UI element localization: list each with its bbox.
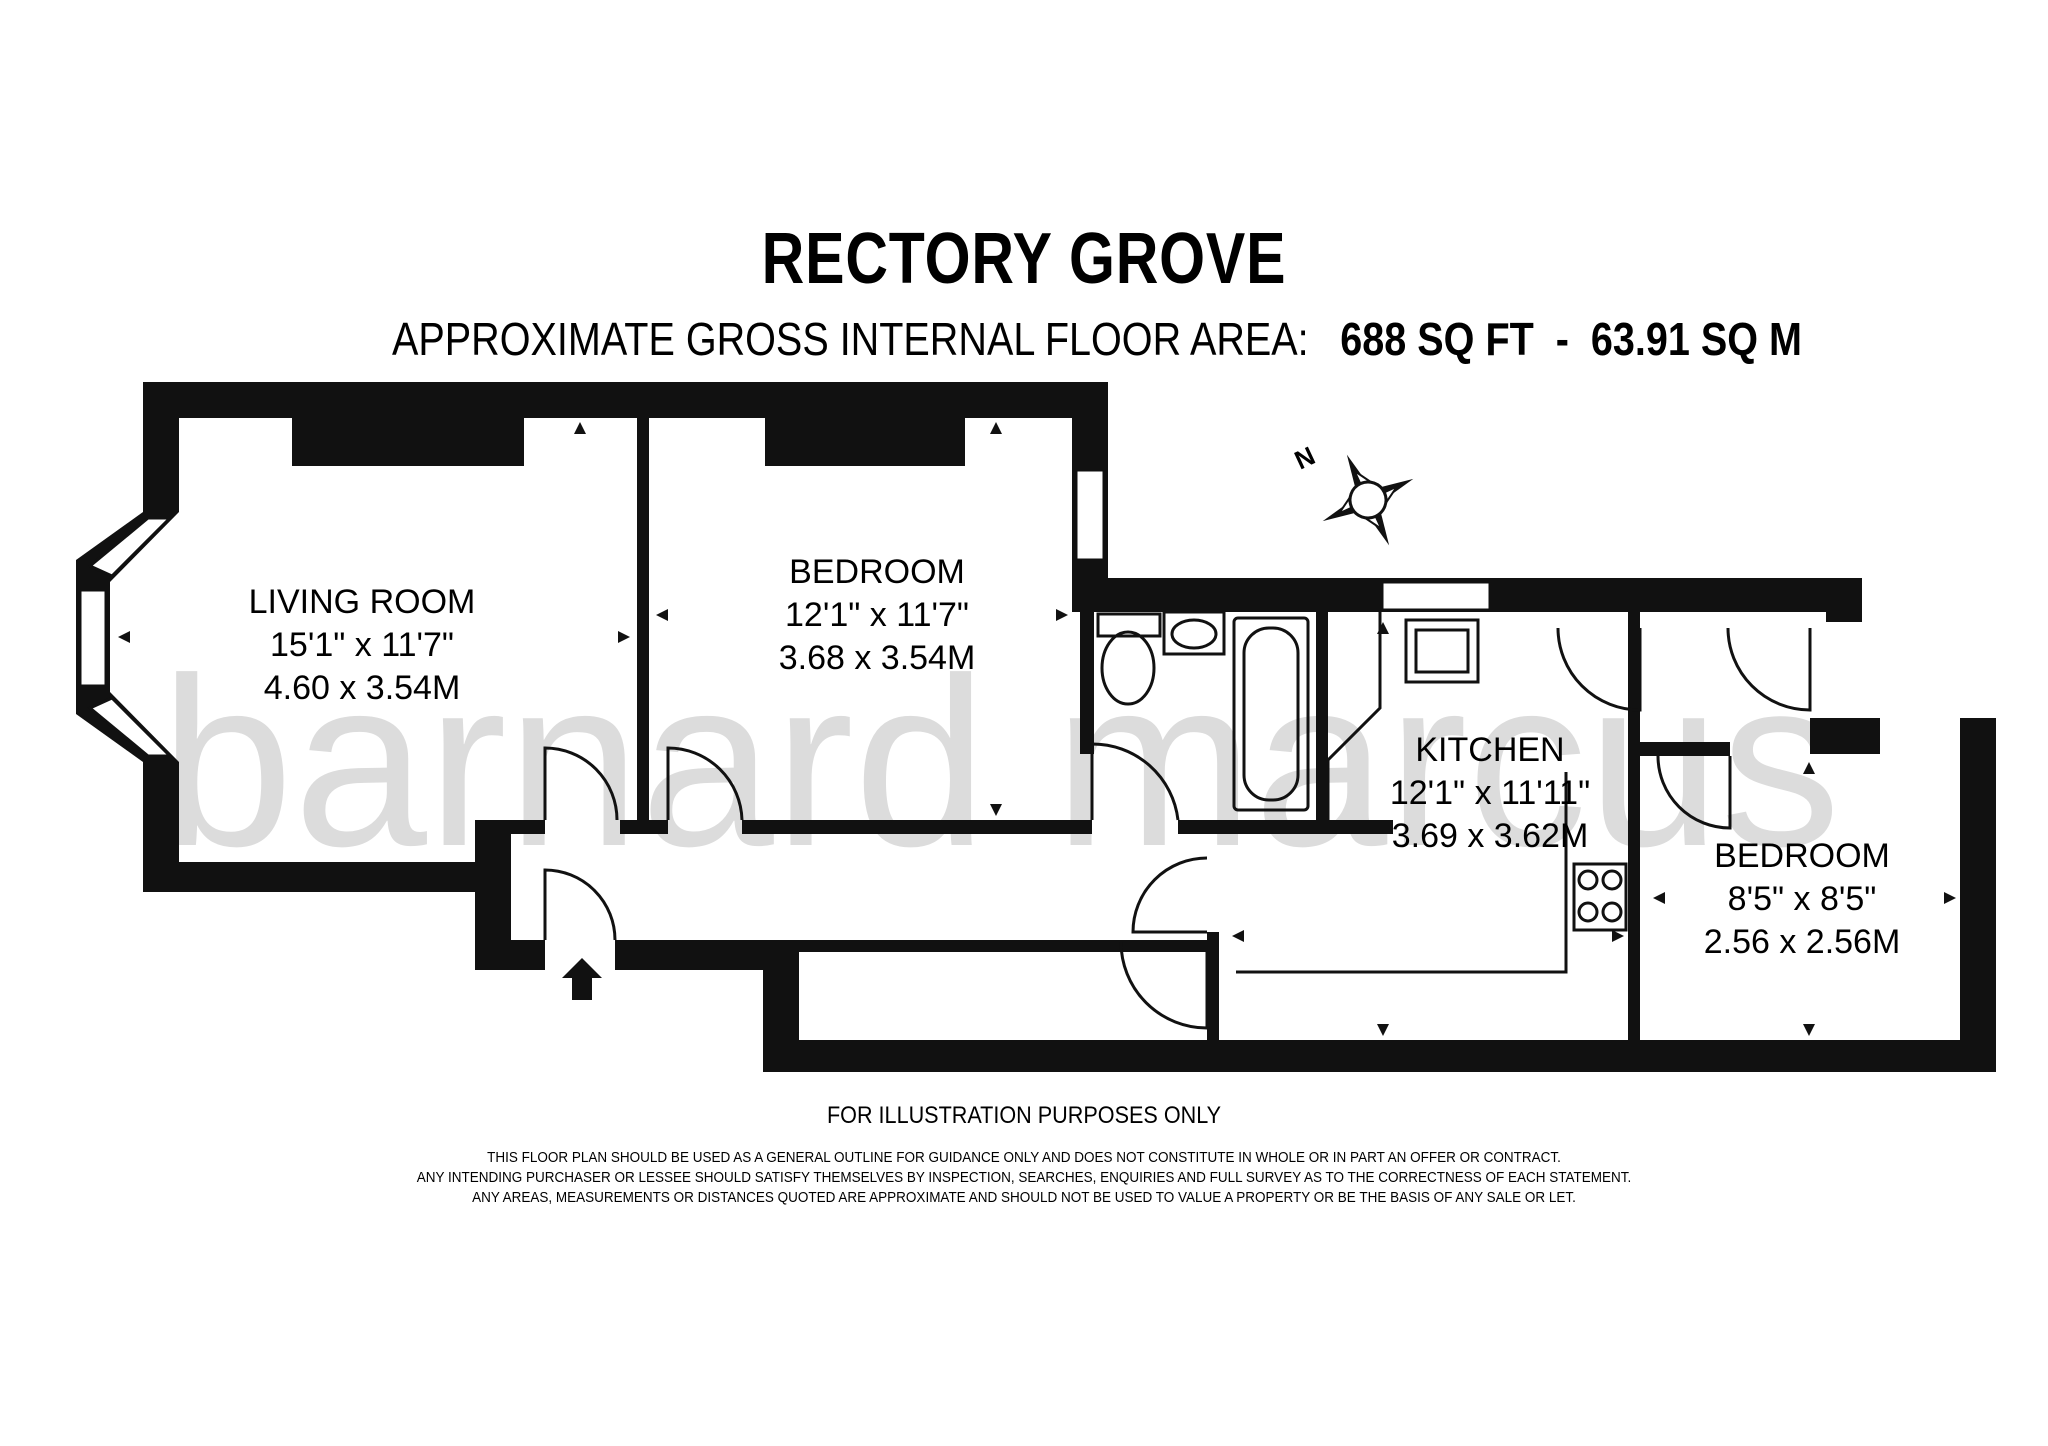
room-dimensions-imperial: 15'1" x 11'7" (270, 626, 454, 664)
door-store (1119, 941, 1209, 1030)
bathroom-right-wall (1316, 612, 1328, 820)
room-name: BEDROOM (789, 553, 965, 591)
dimension-markers (118, 422, 1956, 1036)
kitchen-sink (1404, 618, 1480, 684)
hall-entry-left (475, 940, 545, 970)
toilet-cistern (1096, 612, 1162, 638)
chimney-breast-bedroom (765, 418, 965, 466)
hob-ring (1601, 901, 1623, 923)
illustration-note: FOR ILLUSTRATION PURPOSES ONLY (826, 1102, 1222, 1129)
living-bedroom-partition (637, 418, 649, 828)
disclaimer-line: ANY AREAS, MEASUREMENTS OR DISTANCES QUO… (472, 1189, 1576, 1206)
hall-top-wall-d (1178, 820, 1393, 834)
hall-top-wall-b (620, 820, 668, 834)
door-living (543, 746, 619, 821)
compass-icon (1322, 454, 1414, 546)
room-kitchen-label: KITCHEN 12'1" x 11'11" 3.69 x 3.62M (1390, 731, 1590, 855)
hall-bottom-wall (615, 940, 770, 970)
door-bedroom2 (1656, 755, 1732, 830)
kitchen-bedroom-partition (1628, 612, 1640, 1042)
basin (1162, 610, 1226, 656)
floor-area-value: 688 SQ FT - 63.91 SQ M (1340, 313, 1803, 365)
hob-ring (1577, 901, 1599, 923)
room-dimensions-imperial: 8'5" x 8'5" (1728, 880, 1877, 918)
hall-top-wall-c (742, 820, 1092, 834)
kitchen-left-wall (1207, 932, 1219, 1042)
door-kitchen-top (1131, 856, 1208, 934)
room-dimensions-imperial: 12'1" x 11'11" (1390, 774, 1590, 812)
watermark-text: barnard marcus (160, 628, 1841, 896)
floor-area-label: APPROXIMATE GROSS INTERNAL FLOOR AREA: (392, 313, 1309, 365)
room-name: KITCHEN (1415, 731, 1564, 769)
top-wall (143, 382, 1108, 418)
room-dimensions-metric: 3.69 x 3.62M (1392, 817, 1589, 855)
disclaimer-line: ANY INTENDING PURCHASER OR LESSEE SHOULD… (416, 1169, 1632, 1186)
room-bedroom1-label: BEDROOM 12'1" x 11'7" 3.68 x 3.54M (779, 553, 976, 677)
door-bedroom (666, 746, 744, 821)
bedroom2-top-wall-a (1640, 742, 1730, 756)
doors (543, 627, 1812, 1030)
disclaimer: THIS FLOOR PLAN SHOULD BE USED AS A GENE… (102, 1148, 1945, 1208)
kitchen-sink-bowl (1414, 628, 1470, 674)
room-dimensions-metric: 2.56 x 2.56M (1704, 923, 1901, 961)
bay-window-lower (87, 696, 174, 758)
entrance-arrow-icon (562, 958, 602, 1000)
fixtures (1096, 610, 1628, 974)
hob-ring (1601, 869, 1623, 891)
room-dimensions-metric: 3.68 x 3.54M (779, 639, 976, 677)
door-bathroom (1090, 742, 1180, 821)
left-wall-upper (143, 382, 179, 512)
basin-bowl (1170, 618, 1218, 650)
bedroom2-right-wall (1960, 718, 1996, 1072)
bathtub (1232, 616, 1310, 812)
room-dimensions-imperial: 12'1" x 11'7" (785, 596, 969, 634)
bathroom-left-wall (1080, 612, 1094, 754)
store-top-wall (799, 940, 1209, 952)
kitchen-counter-left (1326, 612, 1382, 820)
door-rear (1726, 627, 1812, 712)
bedroom2-top-wall-b (1810, 718, 1880, 754)
bedroom-window (1074, 468, 1106, 562)
toilet-bowl (1100, 630, 1156, 706)
windows (78, 468, 1492, 758)
room-living-label: LIVING ROOM 15'1" x 11'7" 4.60 x 3.54M (249, 583, 476, 707)
hob-ring (1577, 869, 1599, 891)
page-title: RECTORY GROVE (761, 219, 1287, 299)
hob (1572, 862, 1628, 932)
room-name: BEDROOM (1714, 837, 1890, 875)
hall-top-wall-a (505, 820, 545, 834)
room-dimensions-metric: 4.60 x 3.54M (264, 669, 461, 707)
chimney-breast-living (292, 418, 524, 466)
room-bedroom2-label: BEDROOM 8'5" x 8'5" 2.56 x 2.56M (1704, 837, 1901, 961)
bottom-wall (763, 1040, 1996, 1072)
door-entrance (543, 868, 617, 941)
room-name: LIVING ROOM (249, 583, 476, 621)
compass-north-label: N (1290, 440, 1320, 475)
kitchen-window (1380, 580, 1492, 612)
floor-area-subtitle: APPROXIMATE GROSS INTERNAL FLOOR AREA: 6… (392, 312, 1802, 366)
bay-window-upper (87, 516, 174, 578)
living-bottom-wall (143, 862, 503, 892)
disclaimer-line: THIS FLOOR PLAN SHOULD BE USED AS A GENE… (487, 1149, 1561, 1166)
bathtub-inner (1242, 626, 1300, 802)
door-kitchen-rear (1556, 627, 1642, 712)
kitchen-counter-right (1236, 772, 1568, 974)
bay-window-front (78, 588, 108, 688)
rear-wall-end (1826, 578, 1862, 622)
